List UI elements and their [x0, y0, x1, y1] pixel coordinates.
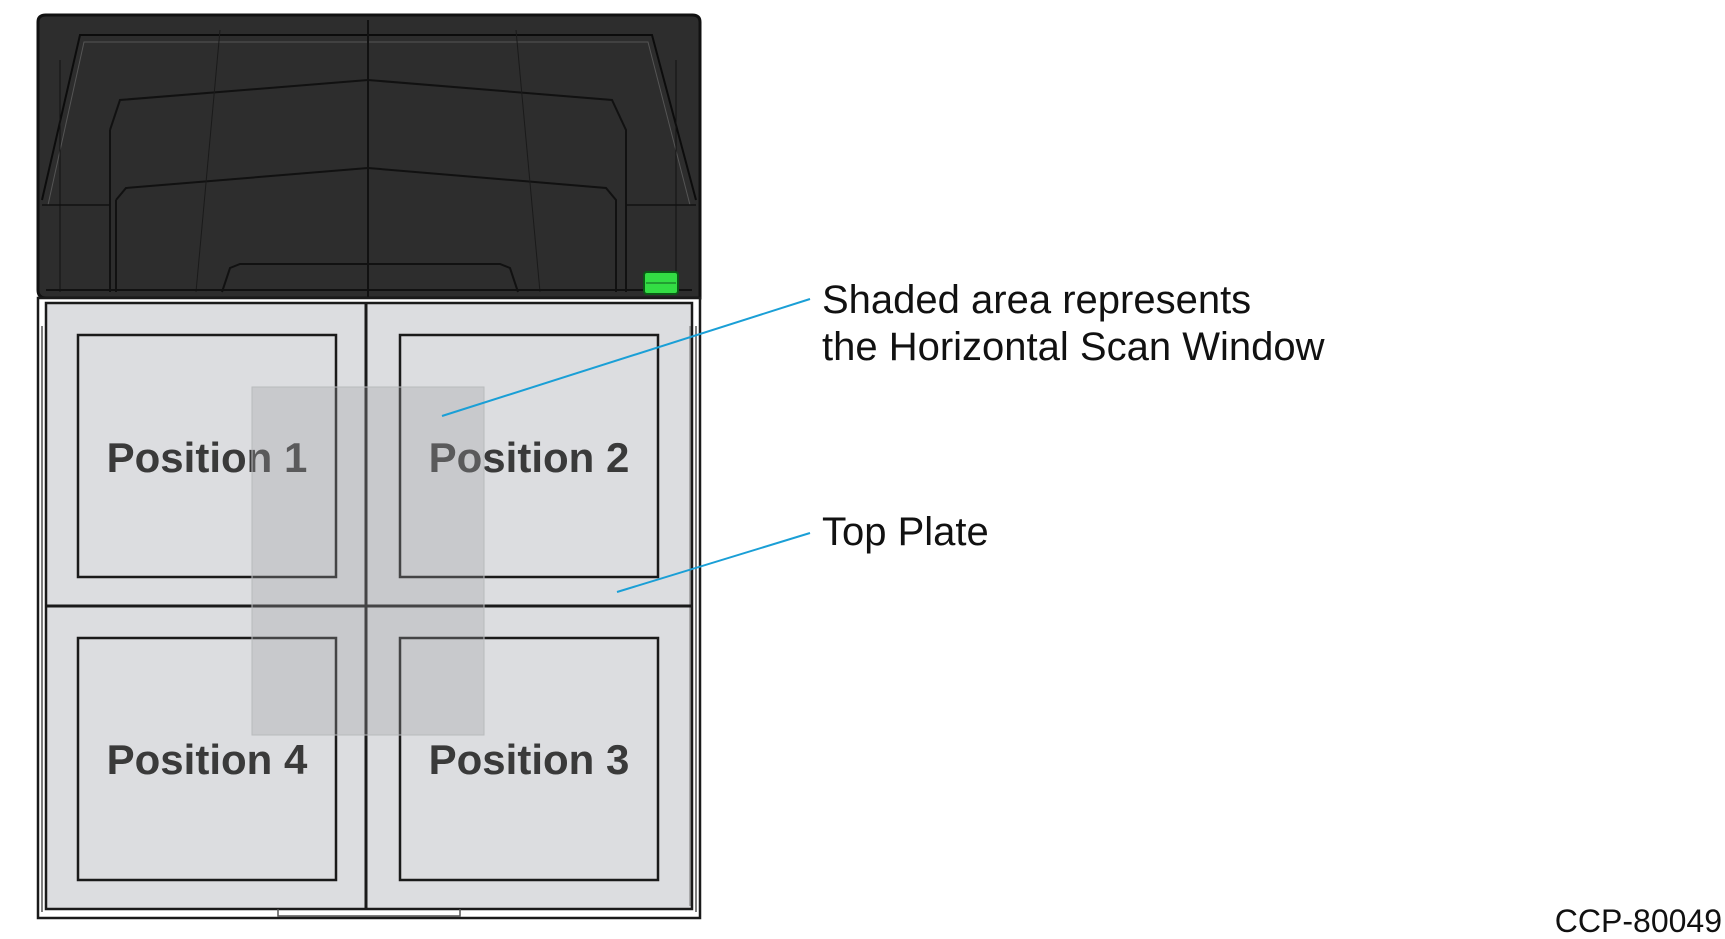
position-3-panel: Position 3 [398, 636, 660, 882]
position-2-panel: Position 2 [398, 333, 660, 579]
top-plate-leader-line [616, 532, 811, 593]
position-4-label: Position 4 [107, 736, 308, 783]
figure-id: CCP-80049 [1555, 903, 1722, 939]
scan-window-callout-line-2: the Horizontal Scan Window [822, 325, 1325, 369]
position-1-label: Position 1 [107, 434, 308, 481]
top-plate-callout-label: Top Plate [822, 510, 989, 554]
position-1-panel: Position 1 [76, 333, 338, 579]
horizontal-scan-window [251, 386, 485, 736]
scanner-tower [36, 13, 702, 300]
scan-window-callout: Shaded area represents the Horizontal Sc… [441, 278, 1325, 417]
status-led-icon [643, 271, 679, 295]
position-2-label: Position 2 [429, 434, 630, 481]
position-3-label: Position 3 [429, 736, 630, 783]
top-plate-callout: Top Plate [616, 510, 989, 593]
scan-window-callout-line-1: Shaded area represents [822, 278, 1251, 322]
scan-window-leader-line [441, 298, 811, 417]
position-4-panel: Position 4 [76, 636, 338, 882]
